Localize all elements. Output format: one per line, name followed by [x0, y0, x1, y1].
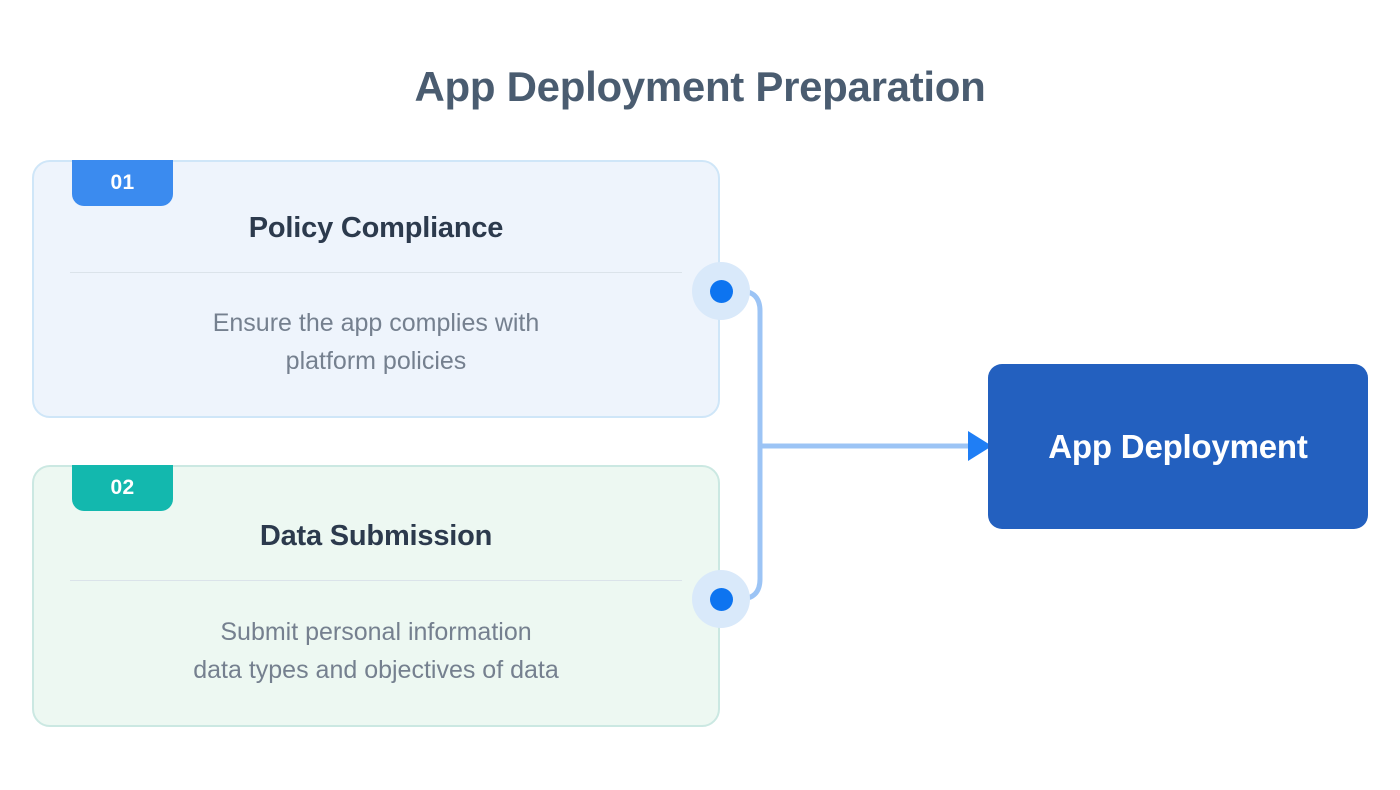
step-card-data-submission[interactable]: 02 Data Submission Submit personal infor… — [32, 465, 720, 727]
connector-node-step-2[interactable] — [692, 570, 750, 628]
step-badge-02: 02 — [72, 465, 173, 511]
step-title-policy-compliance: Policy Compliance — [248, 212, 504, 244]
step-description-data-submission: Submit personal information data types a… — [193, 618, 559, 684]
card-divider — [70, 272, 682, 273]
result-label: App Deployment — [1048, 427, 1308, 465]
step-title-data-submission: Data Submission — [259, 520, 493, 552]
connector-node-step-1[interactable] — [692, 262, 750, 320]
step-card-policy-compliance[interactable]: 01 Policy Compliance Ensure the app comp… — [32, 160, 720, 418]
step-description-policy-compliance: Ensure the app complies with platform po… — [212, 309, 540, 375]
card-divider — [70, 580, 682, 581]
step-badge-01: 01 — [72, 160, 173, 206]
result-box-app-deployment[interactable]: App Deployment — [988, 364, 1368, 529]
page-title: App Deployment Preparation — [414, 63, 986, 110]
